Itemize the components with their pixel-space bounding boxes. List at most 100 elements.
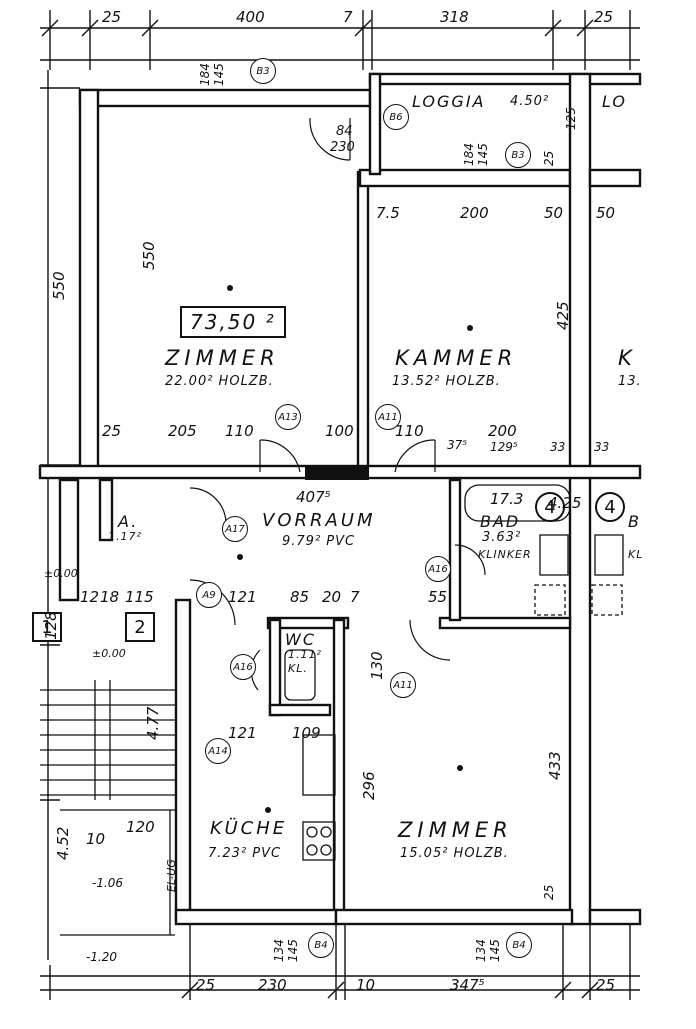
room-a-name: A. bbox=[118, 512, 139, 531]
inner-dim-184-top: 184 bbox=[198, 63, 212, 86]
inner-dim-10: 10 bbox=[86, 830, 106, 848]
inner-dim-75: 7.5 bbox=[376, 204, 400, 222]
left-dim-550-outer: 550 bbox=[50, 271, 68, 300]
room-zimmer2-name: ZIMMER bbox=[398, 818, 513, 842]
room-wc-area: 1.11² bbox=[288, 648, 322, 661]
left-dim-128: 128 bbox=[42, 611, 60, 640]
inner-dim-121-top: 121 bbox=[228, 588, 257, 606]
inner-dim-33-left: 33 bbox=[550, 440, 566, 454]
room-zimmer2-area: 15.05² HOLZB. bbox=[400, 846, 509, 861]
inner-dim-100: 100 bbox=[325, 422, 354, 440]
top-dim-400: 400 bbox=[236, 8, 265, 26]
el-ug-label: EL-UG bbox=[165, 859, 178, 892]
inner-dim-85: 85 bbox=[290, 588, 310, 606]
bath-fixtures bbox=[284, 484, 624, 701]
inner-dim-115: 115 bbox=[125, 588, 154, 606]
inner-dim-33-right: 33 bbox=[594, 440, 610, 454]
level-lower-106: -1.06 bbox=[92, 876, 124, 890]
room-vorraum-area: 9.79² PVC bbox=[282, 534, 356, 549]
left-dim-550-inner: 550 bbox=[140, 241, 158, 270]
inner-dim-134-left: 134 bbox=[272, 939, 286, 962]
inner-dim-25: 25 bbox=[102, 422, 122, 440]
kammer-right-partial-area: 13. bbox=[618, 374, 642, 389]
inner-dim-84: 84 bbox=[336, 124, 353, 139]
inner-dim-145-loggia: 145 bbox=[476, 143, 490, 166]
inner-dim-110-right: 110 bbox=[395, 422, 424, 440]
left-dim-452: 4.52 bbox=[54, 826, 72, 860]
left-dimension-line bbox=[40, 70, 80, 960]
stair-number-4b: 4 bbox=[595, 492, 625, 522]
inner-dim-184-loggia: 184 bbox=[462, 143, 476, 166]
level-stair-landing: ±0.00 bbox=[44, 567, 78, 580]
inner-dim-200-lower: 200 bbox=[488, 422, 517, 440]
room-loggia-name: LOGGIA bbox=[412, 92, 486, 111]
loggia-right-partial: LO bbox=[602, 92, 628, 111]
inner-dim-200-upper: 200 bbox=[460, 204, 489, 222]
stair-number-1: 1 bbox=[32, 612, 62, 642]
door-tag-b6: B6 bbox=[383, 104, 409, 130]
staircase bbox=[40, 680, 175, 936]
inner-dim-205: 205 bbox=[168, 422, 197, 440]
door-tag-a13: A13 bbox=[275, 404, 301, 430]
inner-dim-25-zimmer: 25 bbox=[542, 884, 556, 900]
inner-dim-50-right: 50 bbox=[596, 204, 616, 222]
inner-dim-130: 130 bbox=[368, 651, 386, 680]
room-bad-area: 3.63² bbox=[482, 530, 522, 545]
bottom-dim-347: 347⁵ bbox=[450, 976, 485, 994]
inner-dim-20: 20 bbox=[322, 588, 342, 606]
inner-dim-121-low: 121 bbox=[228, 724, 257, 742]
top-dim-25-left: 25 bbox=[102, 8, 122, 26]
room-kammer-name: KAMMER bbox=[395, 346, 518, 370]
hatched-wall-segment bbox=[305, 466, 369, 480]
inner-dim-7-mid: 7 bbox=[350, 588, 360, 606]
bad-right-partial: B bbox=[628, 512, 641, 531]
stair-number-2: 2 bbox=[125, 612, 155, 642]
left-dim-477: 4.77 bbox=[144, 706, 162, 740]
inner-dim-25-loggia: 25 bbox=[542, 150, 556, 166]
total-area: 73,50 ² bbox=[180, 306, 286, 338]
bottom-dim-230: 230 bbox=[258, 976, 287, 994]
door-tag-b4-right: B4 bbox=[506, 932, 532, 958]
level-lower-120: -1.20 bbox=[86, 950, 118, 964]
room-kueche-name: KÜCHE bbox=[210, 818, 288, 839]
door-tag-b3-top: B3 bbox=[250, 58, 276, 84]
room-loggia-area: 4.50² bbox=[510, 94, 550, 109]
room-wc-name: WC bbox=[285, 630, 316, 649]
room-zimmer-area: 22.00² HOLZB. bbox=[165, 374, 274, 389]
room-wc-floor: KL. bbox=[288, 662, 308, 675]
room-bad-floor: KLINKER bbox=[478, 548, 532, 561]
inner-dim-145-top: 145 bbox=[212, 63, 226, 86]
top-dim-25-right: 25 bbox=[594, 8, 614, 26]
inner-dim-425: 425 bbox=[554, 301, 572, 330]
bottom-dimension-line bbox=[40, 920, 640, 1000]
inner-dim-1295: 129⁵ bbox=[490, 440, 518, 454]
bottom-dim-25-right: 25 bbox=[596, 976, 616, 994]
room-a-area: 1.17² bbox=[108, 530, 142, 543]
door-tag-b4-left: B4 bbox=[308, 932, 334, 958]
inner-dim-120: 120 bbox=[126, 818, 155, 836]
top-dimension-line bbox=[40, 10, 640, 70]
inner-dim-145-right: 145 bbox=[488, 939, 502, 962]
bottom-dim-10: 10 bbox=[356, 976, 376, 994]
inner-dim-433: 433 bbox=[546, 751, 564, 780]
door-tag-a17: A17 bbox=[222, 516, 248, 542]
room-vorraum-name: VORRAUM bbox=[262, 510, 376, 531]
door-tag-a9: A9 bbox=[196, 582, 222, 608]
walls bbox=[38, 72, 642, 926]
door-tag-a11-kammer: A11 bbox=[375, 404, 401, 430]
inner-dim-50-left: 50 bbox=[544, 204, 564, 222]
inner-dim-125: 125 bbox=[564, 107, 578, 130]
bad-right-partial-floor: KL bbox=[628, 548, 644, 561]
inner-dim-425-bad: 4.25 bbox=[548, 494, 582, 512]
door-tag-a11-zimmer: A11 bbox=[390, 672, 416, 698]
inner-dim-375: 37⁵ bbox=[447, 438, 468, 452]
inner-dim-230-door: 230 bbox=[330, 140, 355, 155]
room-bad-name: BAD bbox=[480, 512, 521, 531]
inner-dim-296: 296 bbox=[360, 771, 378, 800]
door-tag-a16-bad: A16 bbox=[425, 556, 451, 582]
inner-dim-110-left: 110 bbox=[225, 422, 254, 440]
inner-dim-4075: 407⁵ bbox=[296, 488, 331, 506]
room-zimmer-name: ZIMMER bbox=[165, 346, 280, 370]
